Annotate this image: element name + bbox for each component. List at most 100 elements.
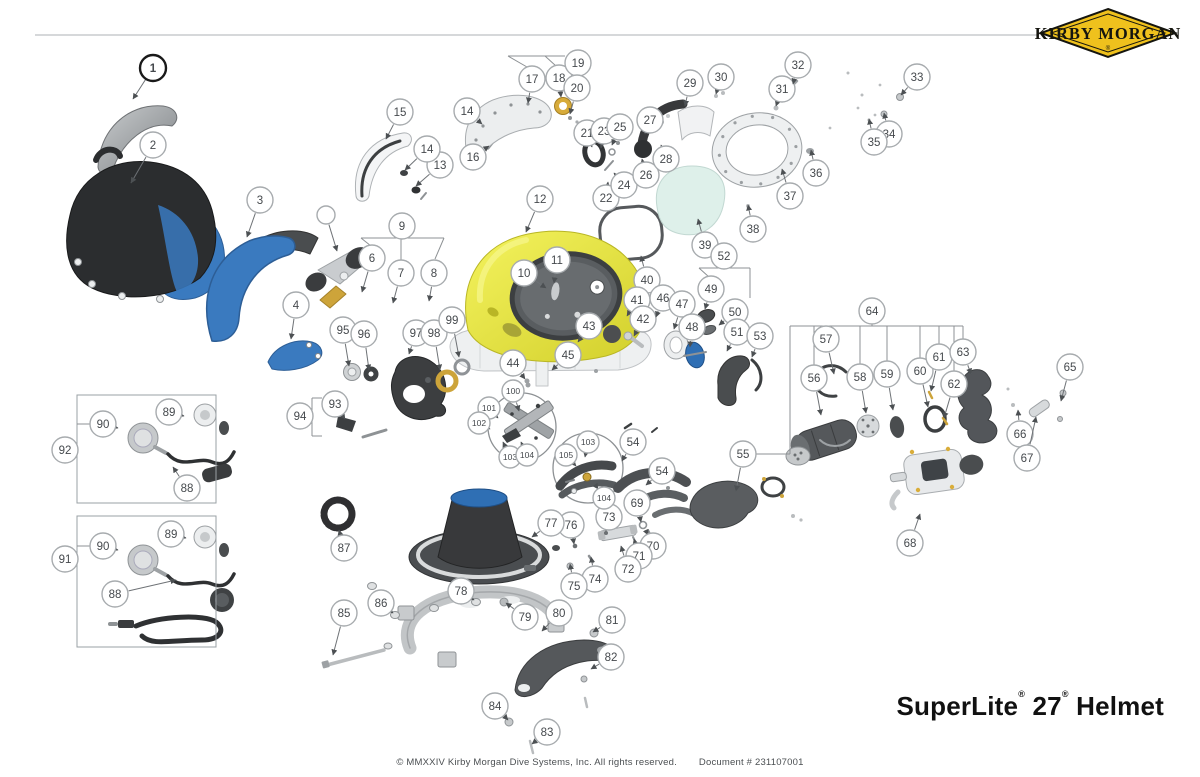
group-box — [76, 515, 217, 648]
part-earphone-kit-a — [127, 403, 236, 483]
balloon-number: 16 — [467, 152, 480, 164]
balloon-circle — [543, 246, 571, 274]
balloon-circle — [467, 411, 491, 435]
balloon-number: 45 — [562, 350, 575, 362]
balloon-circle — [554, 443, 578, 467]
leader-line — [519, 372, 526, 380]
balloon-29: 29 — [676, 69, 704, 107]
balloon-number: 47 — [676, 299, 689, 311]
registered-mark: ® — [1061, 689, 1069, 699]
balloon-circle — [554, 341, 582, 369]
balloon-number: 46 — [657, 293, 670, 305]
balloon-47: 47 — [668, 290, 696, 330]
balloon-number: 53 — [754, 331, 767, 343]
leader-line — [130, 156, 147, 184]
balloon-circle — [606, 113, 634, 141]
balloon-number: 89 — [163, 407, 176, 419]
leader-line — [655, 310, 661, 318]
balloon-89: 89 — [155, 398, 185, 426]
balloon-circle — [560, 572, 588, 600]
diagram-title: SuperLite® 27® Helmet — [896, 689, 1164, 721]
balloon-number: 97 — [410, 328, 423, 340]
balloon-blank — [316, 205, 339, 252]
balloon-number: 78 — [455, 586, 468, 598]
part-neck-dam — [408, 488, 550, 585]
balloon-circle — [537, 509, 565, 537]
balloon-number: 3 — [257, 195, 263, 207]
balloon-circle — [157, 520, 185, 548]
balloon-65: 65 — [1056, 353, 1084, 402]
balloon-7: 7 — [387, 259, 415, 304]
leader-line — [1029, 416, 1038, 445]
balloon-number: 22 — [600, 193, 613, 205]
balloon-number: 26 — [640, 170, 653, 182]
leader-line — [132, 79, 146, 100]
balloon-circle — [526, 185, 554, 213]
balloon-circle — [510, 259, 538, 287]
leader-line — [570, 459, 577, 467]
leader-line — [867, 118, 874, 129]
balloon-number: 86 — [375, 598, 388, 610]
leader-line — [734, 467, 741, 492]
balloon-number: 69 — [631, 498, 644, 510]
leader-line — [636, 515, 643, 523]
balloon-104: 104 — [592, 482, 616, 510]
washer-icon — [411, 186, 421, 194]
balloon-number: 94 — [294, 411, 307, 423]
balloon-circle — [89, 532, 117, 560]
leader-line — [590, 663, 600, 670]
leader-line — [385, 124, 394, 140]
balloon-55: 55 — [729, 440, 757, 492]
balloon-16: 16 — [459, 143, 490, 171]
balloon-circle — [768, 75, 796, 103]
balloon-circle — [330, 534, 358, 562]
balloon-circle — [597, 643, 625, 671]
balloon-26: 26 — [632, 158, 660, 189]
balloon-37: 37 — [776, 168, 804, 210]
balloon-circle — [563, 74, 591, 102]
balloon-number: 63 — [957, 347, 970, 359]
balloon-92: 92 — [51, 436, 79, 464]
balloon-number: 13 — [434, 160, 447, 172]
balloon-number: 31 — [776, 84, 789, 96]
balloon-100: 100 — [501, 379, 525, 412]
part-port-oring — [598, 204, 664, 262]
balloon-number: 93 — [329, 399, 342, 411]
balloon-circle — [413, 135, 441, 163]
balloon-circle — [51, 545, 79, 573]
balloon-circle — [139, 131, 167, 159]
leader-line — [427, 286, 433, 302]
footer: © MMXXIV Kirby Morgan Dive Systems, Inc.… — [0, 757, 1200, 768]
part-face-shield — [354, 132, 412, 202]
balloon-35: 35 — [860, 118, 888, 156]
leader-line — [435, 346, 443, 371]
registered-mark: ® — [1018, 689, 1026, 699]
leader-line — [467, 594, 475, 601]
washer-icon — [400, 170, 408, 176]
leader-line — [718, 319, 726, 326]
balloon-74: 74 — [581, 556, 609, 593]
leader-line — [639, 255, 646, 267]
balloon-96: 96 — [350, 320, 378, 371]
balloon-82: 82 — [590, 643, 625, 671]
balloon-circle — [155, 398, 183, 426]
balloon-circle — [940, 370, 968, 398]
balloon-number: 61 — [933, 352, 946, 364]
leader-line — [592, 626, 601, 633]
leader-line — [922, 384, 930, 408]
balloon-number: 89 — [165, 529, 178, 541]
balloon-number: 98 — [428, 328, 441, 340]
balloon-circle — [739, 215, 767, 243]
balloon-circle — [598, 606, 626, 634]
balloon-circle — [282, 291, 310, 319]
leader-line — [172, 466, 180, 477]
leader-line — [726, 344, 733, 352]
balloon-number: 65 — [1064, 362, 1077, 374]
balloon-9: 9 — [388, 212, 416, 240]
balloon-31: 31 — [768, 75, 796, 107]
balloon-99: 99 — [438, 306, 466, 358]
balloon-87: 87 — [330, 529, 358, 562]
balloon-circle — [784, 51, 812, 79]
washer-icon — [575, 120, 579, 124]
